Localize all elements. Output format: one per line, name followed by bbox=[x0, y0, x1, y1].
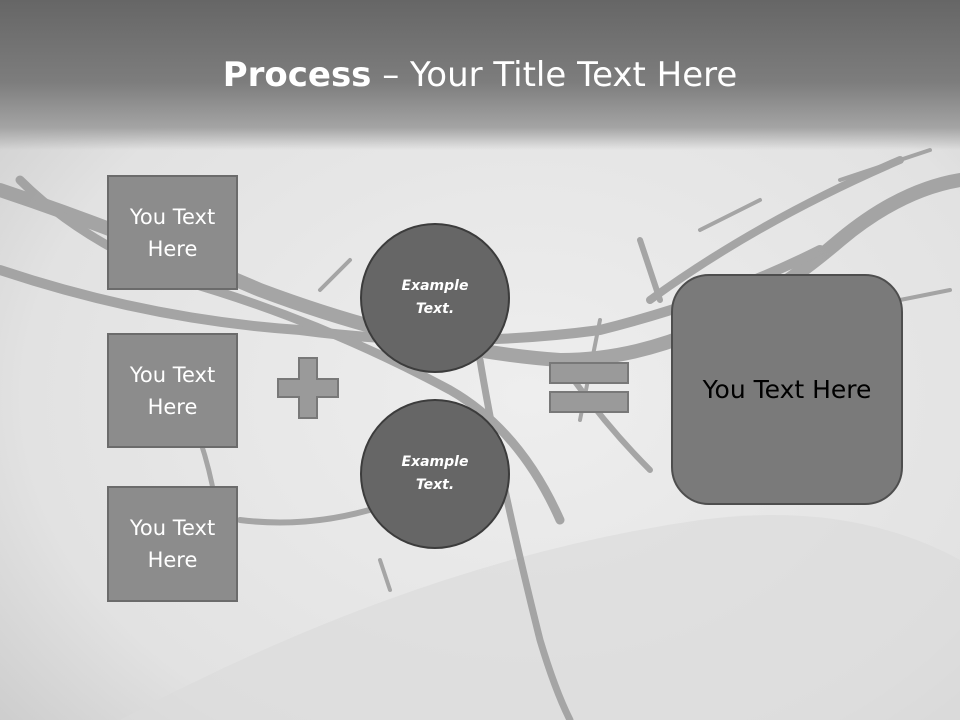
input-box-2: You Text Here bbox=[107, 333, 238, 448]
page-title: Process – Your Title Text Here bbox=[0, 52, 960, 98]
input-box-1-label: You Text Here bbox=[129, 204, 216, 261]
title-bold: Process bbox=[222, 55, 372, 95]
input-box-3-label: You Text Here bbox=[129, 516, 216, 572]
input-box-3: You Text Here bbox=[107, 486, 238, 602]
result-box-label: You Text Here bbox=[702, 375, 872, 404]
example-circle-1-label: Example Text. bbox=[401, 278, 469, 317]
input-box-2-label: You Text Here bbox=[129, 362, 216, 419]
example-circle-2: Example Text. bbox=[360, 399, 510, 549]
title-rest: – Your Title Text Here bbox=[371, 55, 738, 95]
title-bar bbox=[0, 0, 960, 150]
input-box-1: You Text Here bbox=[107, 175, 238, 290]
plus-icon bbox=[277, 357, 339, 419]
example-circle-2-label: Example Text. bbox=[401, 454, 469, 493]
result-box: You Text Here bbox=[671, 274, 903, 505]
equals-icon bbox=[549, 362, 629, 413]
example-circle-1: Example Text. bbox=[360, 223, 510, 373]
